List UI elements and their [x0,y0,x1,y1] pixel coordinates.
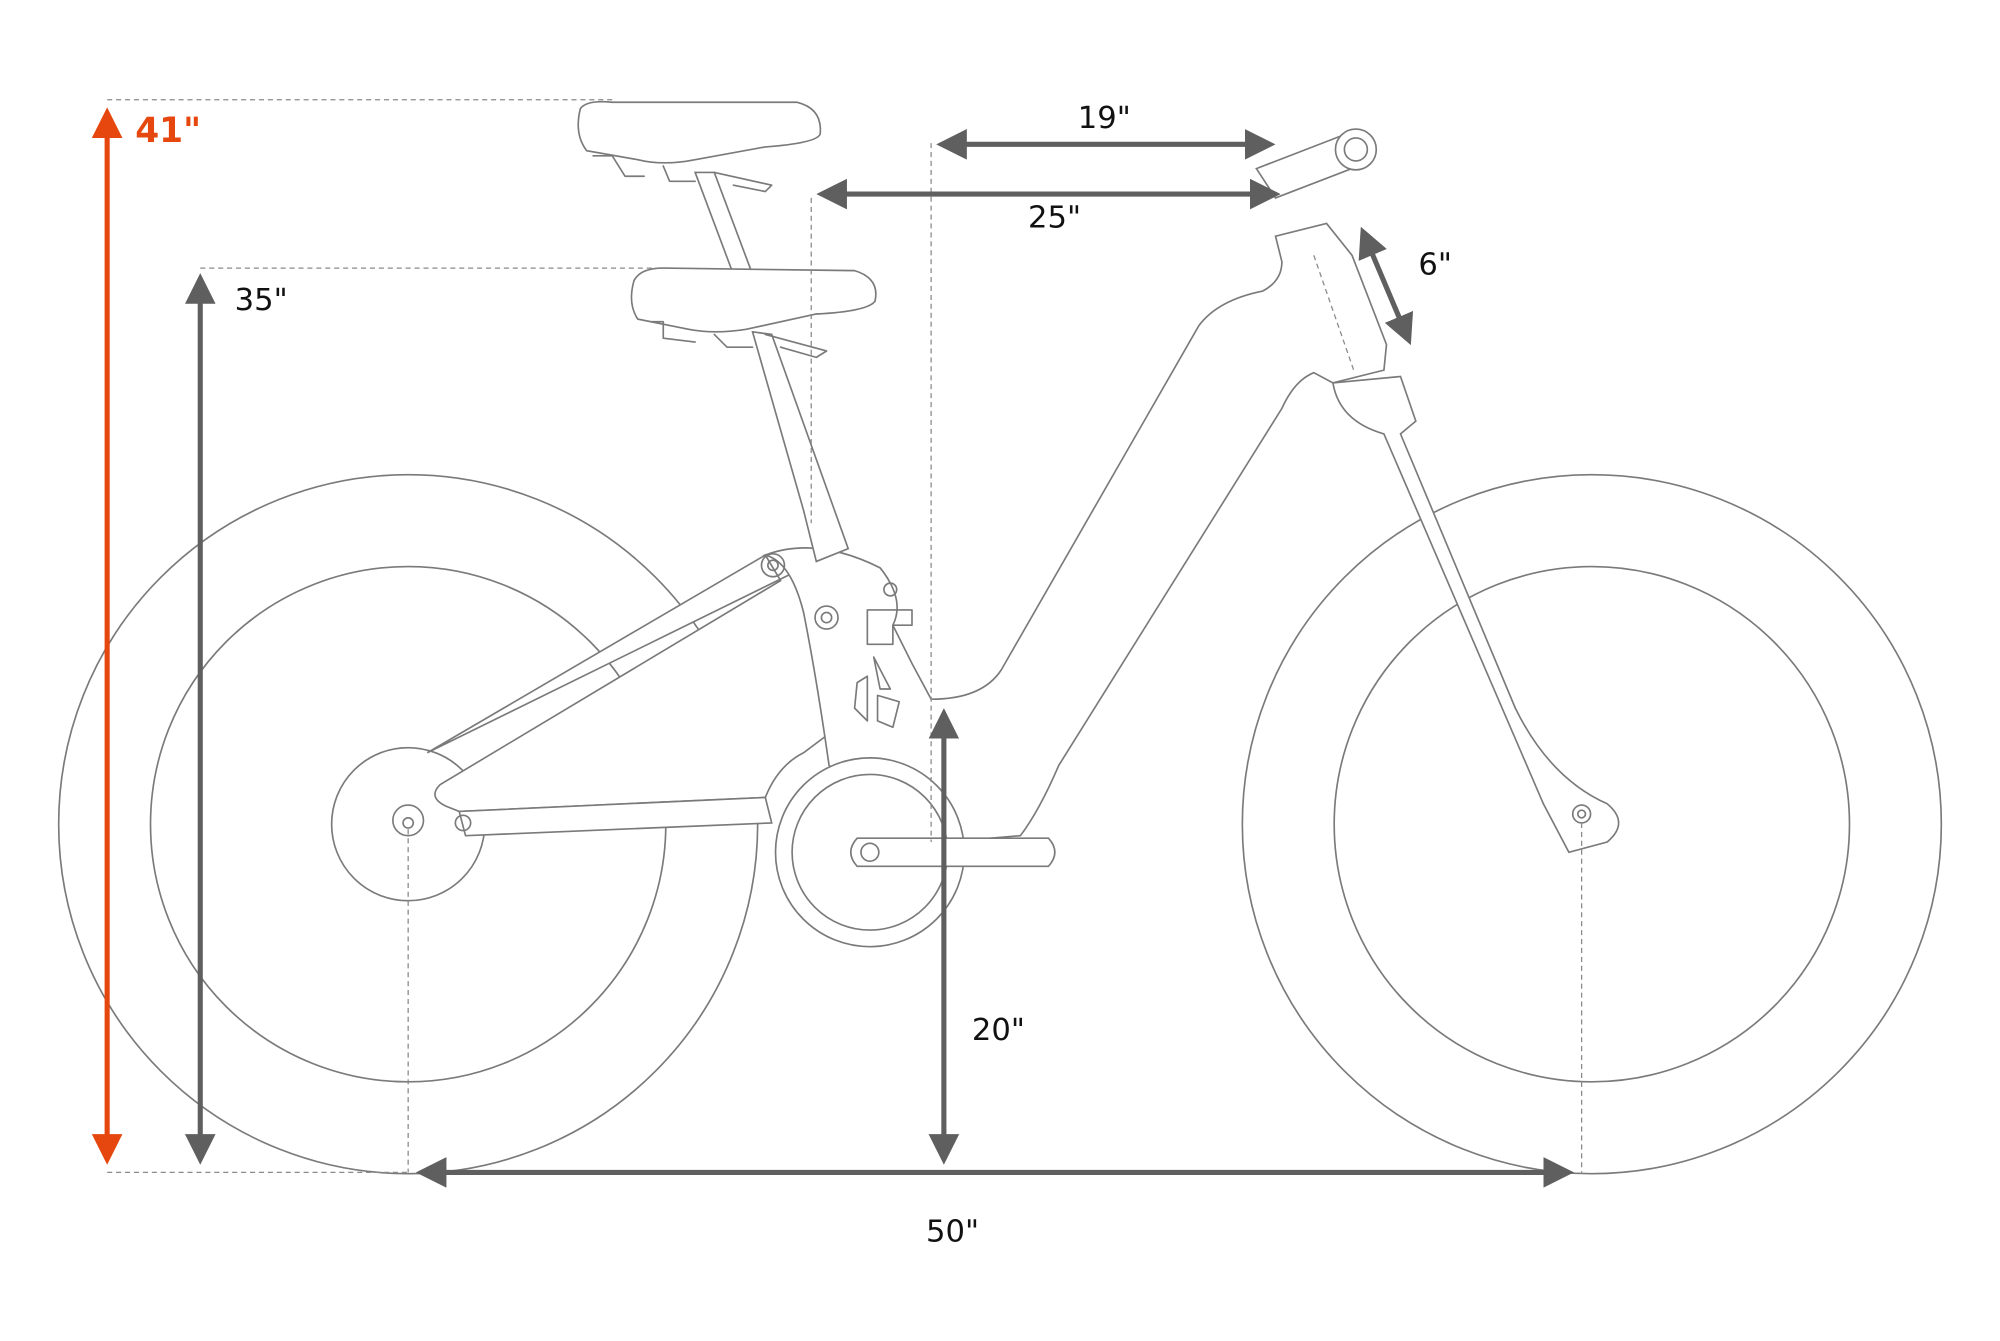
bike-frame [392,128,1620,854]
reach-saddle-label: 25" [1028,200,1081,235]
saddle-lowered [630,267,877,359]
front-wheel [1241,473,1943,1175]
saddle-raised [577,100,822,193]
min-saddle-height-label: 35" [235,283,288,318]
wheelbase-label: 50" [926,1214,979,1249]
standover-label: 20" [972,1013,1025,1048]
guide-lines [107,99,1583,1174]
head-tube-arrow [1358,226,1414,346]
head-tube-label: 6" [1418,247,1452,282]
reach-top-label: 19" [1078,101,1131,136]
max-saddle-height-label: 41" [135,111,201,151]
